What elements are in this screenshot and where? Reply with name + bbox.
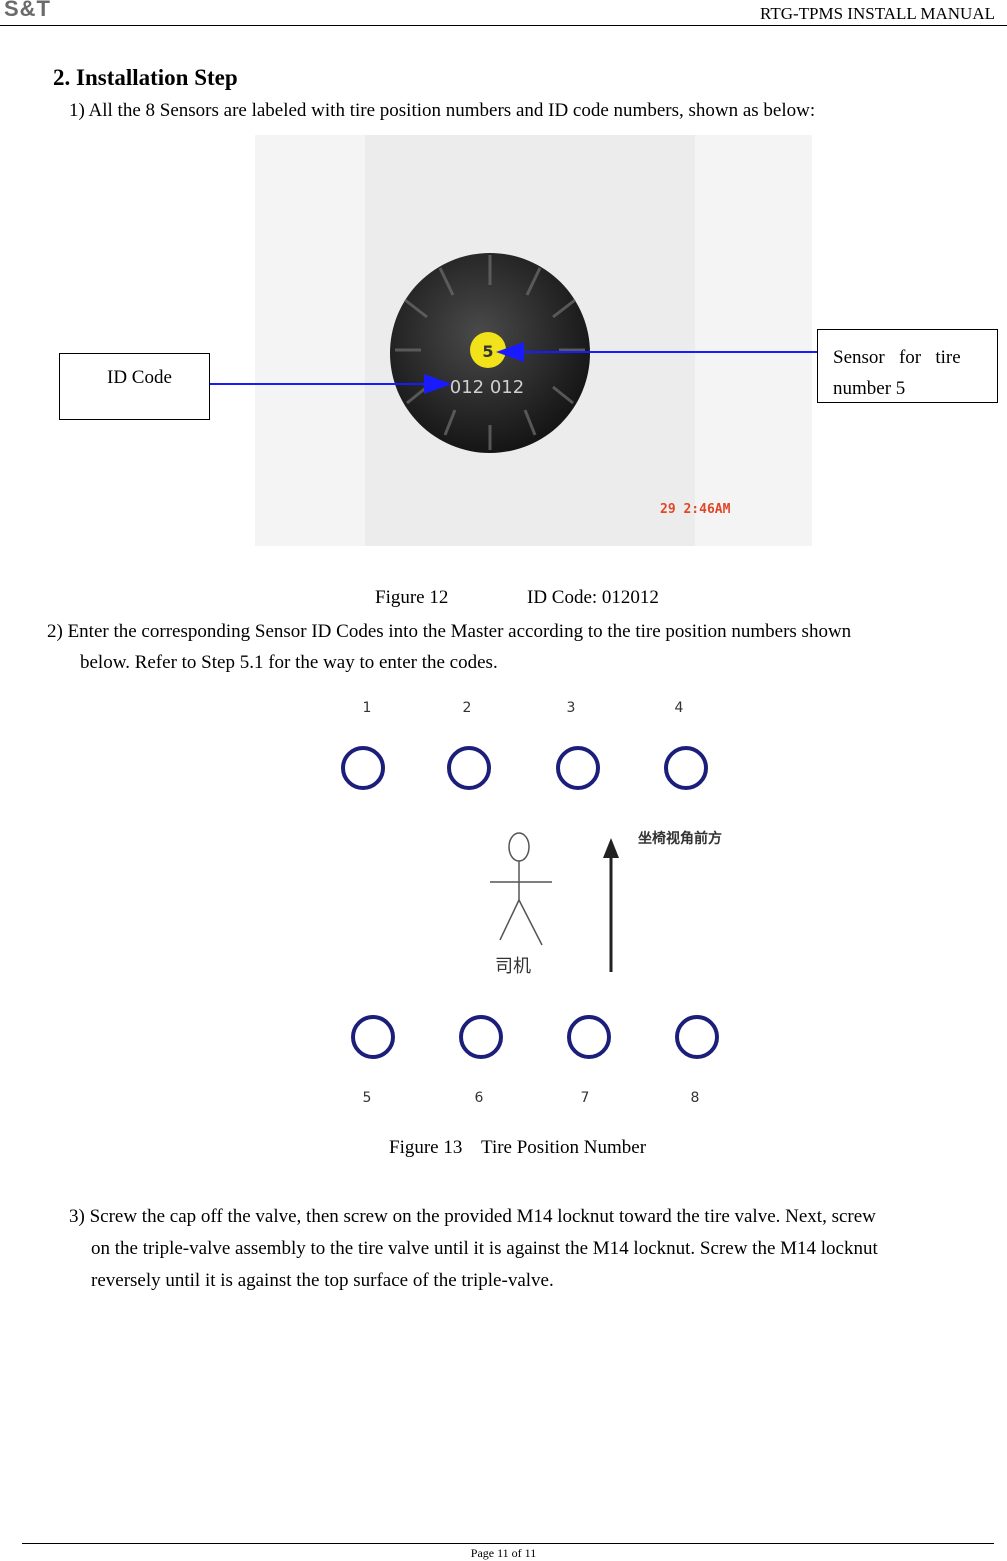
direction-label: 坐椅视角前方 — [638, 830, 722, 847]
id-code-callout: ID Code — [59, 353, 210, 420]
sensor-photo-illustration: 5 012 012 29 2:46AM — [255, 135, 812, 546]
tire-position-5 — [351, 1015, 395, 1059]
tire-position-7 — [567, 1015, 611, 1059]
sensor-callout-line-2: number 5 — [833, 378, 906, 399]
tire-position-6 — [459, 1015, 503, 1059]
driver-label: 司机 — [495, 956, 531, 977]
photo-timestamp: 29 2:46AM — [660, 502, 731, 517]
sensor-photo: 5 012 012 29 2:46AM — [255, 135, 812, 546]
tire-number-6: 6 — [475, 1090, 484, 1106]
tire-position-diagram: 1 2 3 4 司机 坐椅视角前方 5 6 7 8 — [341, 700, 722, 1106]
section-title: 2. Installation Step — [53, 65, 238, 90]
step-3-text-line-2: on the triple-valve assembly to the tire… — [91, 1238, 878, 1259]
brand-logo: S&T — [4, 0, 51, 21]
step-2-text-line-2: below. Refer to Step 5.1 for the way to … — [80, 652, 498, 673]
tire-position-3 — [556, 746, 600, 790]
id-code-callout-text: ID Code — [107, 367, 172, 388]
tire-number-4: 4 — [675, 700, 684, 716]
tire-position-1 — [341, 746, 385, 790]
tire-number-2: 2 — [463, 700, 472, 716]
tire-position-2 — [447, 746, 491, 790]
tire-position-8 — [675, 1015, 719, 1059]
callout-arrows — [210, 342, 818, 394]
sensor-callout-line-1: Sensor for tire — [833, 347, 961, 368]
document-header-title: RTG-TPMS INSTALL MANUAL — [760, 4, 995, 23]
forward-arrow-head — [603, 838, 619, 858]
tire-number-1: 1 — [363, 700, 372, 716]
tire-number-5: 5 — [363, 1090, 372, 1106]
driver-figure — [490, 832, 552, 946]
step-1-text: 1) All the 8 Sensors are labeled with ti… — [69, 100, 816, 121]
header-divider — [0, 25, 1007, 26]
sensor-id-code-print: 012 012 — [450, 377, 524, 398]
tire-position-4 — [664, 746, 708, 790]
tire-number-7: 7 — [581, 1090, 590, 1106]
step-3-text-line-3: reversely until it is against the top su… — [91, 1270, 554, 1291]
figure-12-caption: ID Code: 012012 — [527, 587, 659, 608]
figure-13-caption: Figure 13 Tire Position Number — [389, 1137, 647, 1158]
step-3-text-line-1: 3) Screw the cap off the valve, then scr… — [69, 1206, 876, 1227]
figure-12-label: Figure 12 — [375, 587, 449, 608]
step-2-text-line-1: 2) Enter the corresponding Sensor ID Cod… — [47, 621, 852, 642]
sensor-cap-number: 5 — [482, 342, 493, 361]
sensor-number-callout: Sensor for tire number 5 — [817, 329, 998, 403]
page-number: Page 11 of 11 — [470, 1546, 537, 1560]
tire-number-3: 3 — [567, 700, 576, 716]
footer-divider — [22, 1543, 994, 1544]
tire-number-8: 8 — [691, 1090, 700, 1106]
